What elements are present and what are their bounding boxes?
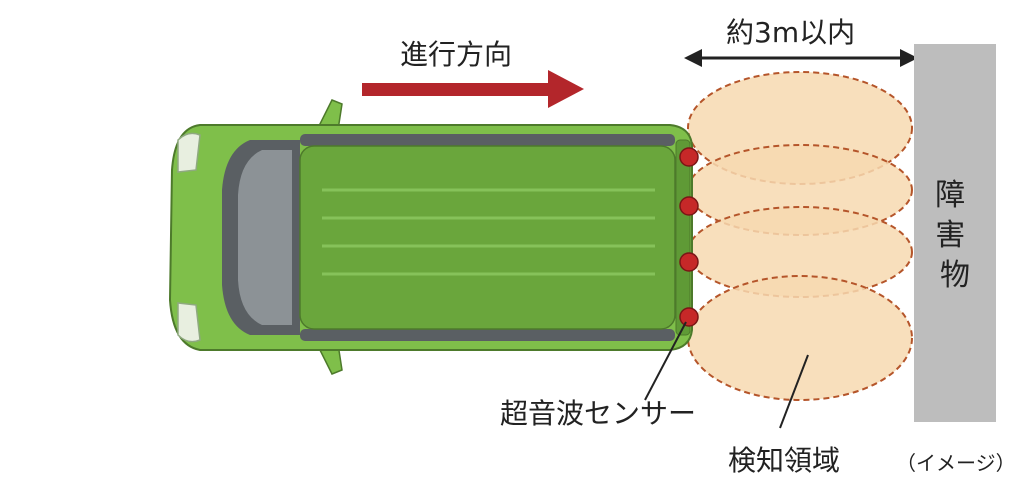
left-side-window [300,134,675,146]
detection-zone-3 [687,206,913,298]
direction-label: 進行方向 [400,38,512,71]
sensor-dot [679,147,699,167]
sensor-dot [679,307,699,327]
area-leader-line [779,354,809,429]
direction-arrow [362,70,584,108]
sensor-leader-line [644,321,687,401]
obstacle-wall [914,44,996,422]
windshield-glass [238,150,292,325]
distance-label: 約3m以内 [726,16,855,49]
distance-arrow [684,49,918,67]
detection-zones [687,71,913,401]
area-label: 検知領域 [728,444,840,477]
sensor-label: 超音波センサー [500,397,696,430]
right-side-window [300,329,675,341]
roof [299,145,676,330]
right-headlight [177,302,201,343]
obstacle-label: 障 害 物 [935,178,975,293]
sensor-dot [679,196,699,216]
ultrasonic-sensors [679,147,699,327]
detection-zone-4 [687,275,913,401]
image-note: （イメージ） [896,451,1016,475]
sensor-dot [679,252,699,272]
car-top-view [168,99,693,375]
rear-bumper [675,139,691,336]
left-headlight [177,132,201,173]
